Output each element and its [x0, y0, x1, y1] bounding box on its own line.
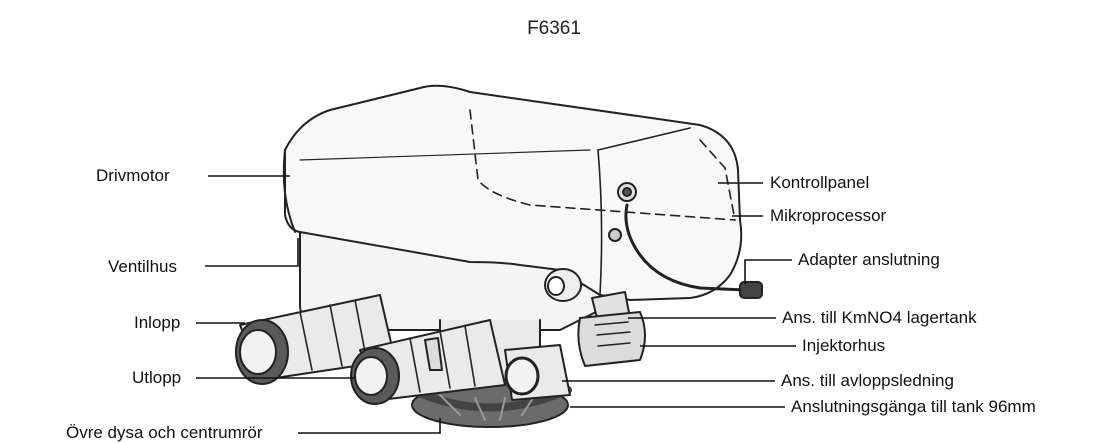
label-adapter: Adapter anslutning: [798, 250, 940, 269]
label-mikroprocessor: Mikroprocessor: [770, 206, 887, 225]
label-inlopp: Inlopp: [134, 313, 181, 332]
leader-ovre-dysa: [298, 418, 441, 434]
leader-adapter: [744, 259, 792, 284]
label-kmno4: Ans. till KmNO4 lagertank: [782, 308, 977, 327]
label-utlopp: Utlopp: [132, 368, 182, 387]
label-injektorhus: Injektorhus: [802, 336, 886, 355]
leader-ventilhus: [205, 238, 299, 267]
diagram-title: F6361: [527, 18, 581, 39]
label-ganga: Anslutningsgänga till tank 96mm: [791, 397, 1036, 416]
label-avlopp: Ans. till avloppsledning: [781, 371, 954, 390]
label-ovre-dysa: Övre dysa och centrumrör: [66, 423, 263, 442]
label-ventilhus: Ventilhus: [108, 257, 177, 276]
injector-housing: [577, 311, 646, 367]
label-kontrollpanel: Kontrollpanel: [770, 173, 870, 192]
motor-cover: [284, 84, 743, 301]
label-drivmotor: Drivmotor: [96, 166, 170, 185]
